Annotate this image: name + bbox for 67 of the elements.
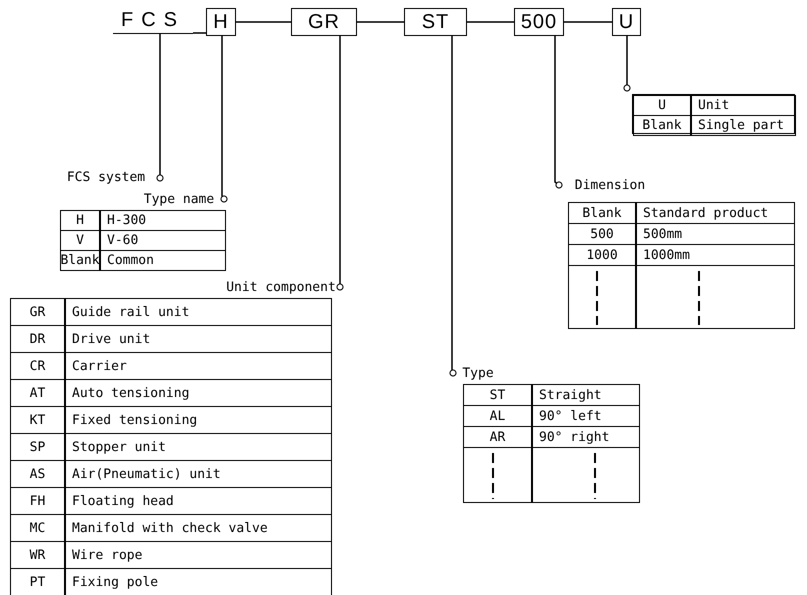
table-cell: Single part — [691, 115, 796, 136]
table-cell: Blank — [568, 202, 636, 224]
leader-line — [220, 36, 228, 202]
connector-line — [236, 21, 291, 23]
table-cell: H-300 — [100, 210, 226, 231]
table-cell: Fixed tensioning — [65, 406, 332, 434]
table-cell: FH — [10, 487, 65, 515]
table-cell: Common — [100, 250, 226, 271]
table-cell: U — [633, 95, 691, 116]
leader-label: Type — [460, 366, 496, 381]
table-cell: AR — [463, 426, 532, 448]
table-cell: CR — [10, 352, 65, 380]
table-cell: Floating head — [65, 487, 332, 515]
table-cell: SP — [10, 433, 65, 461]
table-cell: H — [60, 210, 100, 231]
table-cell: Unit — [691, 95, 796, 116]
code-box: H — [206, 8, 236, 36]
table-cell: MC — [10, 514, 65, 542]
leader-line — [554, 36, 562, 188]
table-cell: Blank — [633, 115, 691, 136]
table-cell: WR — [10, 541, 65, 569]
table-cell: 90° right — [532, 426, 640, 448]
code-box: GR — [291, 8, 357, 36]
leader-label: FCS system — [58, 170, 154, 185]
code-text: FCS — [113, 6, 193, 34]
connector-line — [467, 21, 514, 23]
code-box: U — [612, 8, 641, 36]
leader-line — [624, 36, 630, 92]
connector-line — [564, 21, 612, 23]
leader-label: Type name — [140, 192, 218, 207]
table-cell: Air(Pneumatic) unit — [65, 460, 332, 488]
table-cell: AS — [10, 460, 65, 488]
table-cell: Guide rail unit — [65, 298, 332, 326]
table-cell: PT — [10, 568, 65, 595]
table-cell: Auto tensioning — [65, 379, 332, 407]
table-cell: AT — [10, 379, 65, 407]
option-table — [632, 94, 795, 134]
table-cell: Stopper unit — [65, 433, 332, 461]
code-box: 500 — [514, 8, 564, 36]
table-cell: Straight — [532, 384, 640, 406]
table-cell: KT — [10, 406, 65, 434]
table-cell: V — [60, 230, 100, 251]
table-cell: Standard product — [636, 202, 795, 224]
leader-line — [450, 36, 456, 376]
connector-line — [193, 32, 206, 34]
table-cell: Drive unit — [65, 325, 332, 353]
table-cell: 1000 — [568, 244, 636, 266]
leader-label: Unit component — [228, 280, 334, 295]
table-cell: DR — [10, 325, 65, 353]
table-cell: Fixing pole — [65, 568, 332, 595]
table-cell: 500mm — [636, 223, 795, 245]
table-cell: 1000mm — [636, 244, 795, 266]
table-cell: Blank — [60, 250, 100, 271]
leader-line — [336, 36, 344, 290]
leader-line — [156, 34, 164, 182]
connector-line — [357, 21, 404, 23]
leader-label: Dimension — [568, 178, 652, 193]
table-cell: Manifold with check valve — [65, 514, 332, 542]
table-cell: Wire rope — [65, 541, 332, 569]
table-cell: GR — [10, 298, 65, 326]
table-cell: 90° left — [532, 405, 640, 427]
code-box: ST — [404, 8, 467, 36]
table-cell: V-60 — [100, 230, 226, 251]
table-cell: ST — [463, 384, 532, 406]
table-cell: Carrier — [65, 352, 332, 380]
table-cell: AL — [463, 405, 532, 427]
table-cell: 500 — [568, 223, 636, 245]
